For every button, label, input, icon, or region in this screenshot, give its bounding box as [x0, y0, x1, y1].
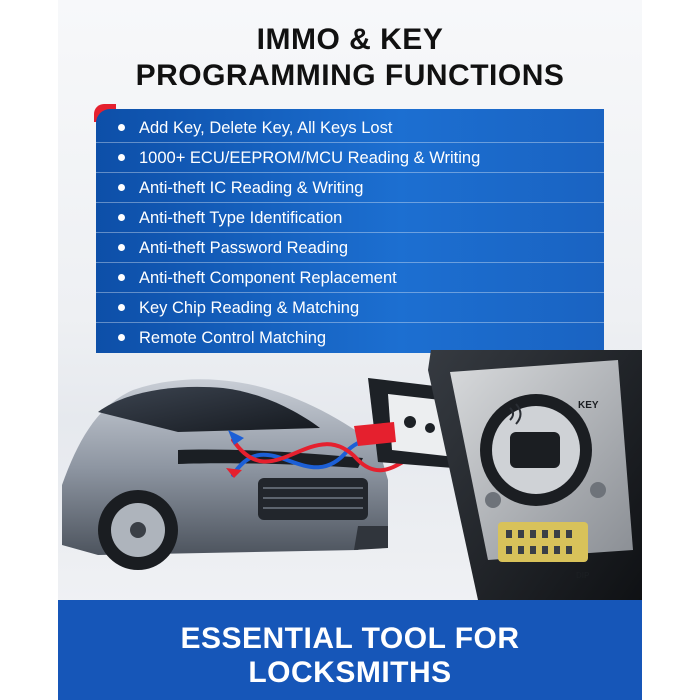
banner-line-2: LOCKSMITHS	[248, 656, 452, 689]
title-line-1: IMMO & KEY	[256, 23, 444, 56]
bullet-icon	[118, 274, 125, 281]
bottom-banner	[58, 600, 642, 700]
feature-item: Anti-theft Password Reading	[96, 233, 604, 263]
feature-list-panel: Add Key, Delete Key, All Keys Lost 1000+…	[96, 109, 604, 353]
promo-card: IMMO & KEY PROGRAMMING FUNCTIONS Add Key…	[58, 0, 642, 700]
product-illustration: KEY DIP	[62, 350, 642, 600]
key-label: KEY	[578, 400, 599, 411]
bullet-icon	[118, 304, 125, 311]
feature-item: Add Key, Delete Key, All Keys Lost	[96, 113, 604, 143]
feature-item: Anti-theft IC Reading & Writing	[96, 173, 604, 203]
wireless-icon	[509, 403, 522, 425]
feature-item: Anti-theft Component Replacement	[96, 263, 604, 293]
title-line-2: PROGRAMMING FUNCTIONS	[135, 59, 565, 92]
feature-item: Key Chip Reading & Matching	[96, 293, 604, 323]
dip-label: DIP	[576, 571, 590, 580]
banner-line-1: ESSENTIAL TOOL FOR	[180, 622, 520, 655]
bullet-icon	[118, 124, 125, 131]
bullet-icon	[118, 244, 125, 251]
feature-item: Remote Control Matching	[96, 323, 604, 352]
feature-item: 1000+ ECU/EEPROM/MCU Reading & Writing	[96, 143, 604, 173]
car-image	[62, 379, 388, 570]
bullet-icon	[118, 184, 125, 191]
bullet-icon	[118, 154, 125, 161]
bullet-icon	[118, 334, 125, 341]
feature-item: Anti-theft Type Identification	[96, 203, 604, 233]
bullet-icon	[118, 214, 125, 221]
key-programmer-device: KEY DIP	[428, 350, 642, 600]
